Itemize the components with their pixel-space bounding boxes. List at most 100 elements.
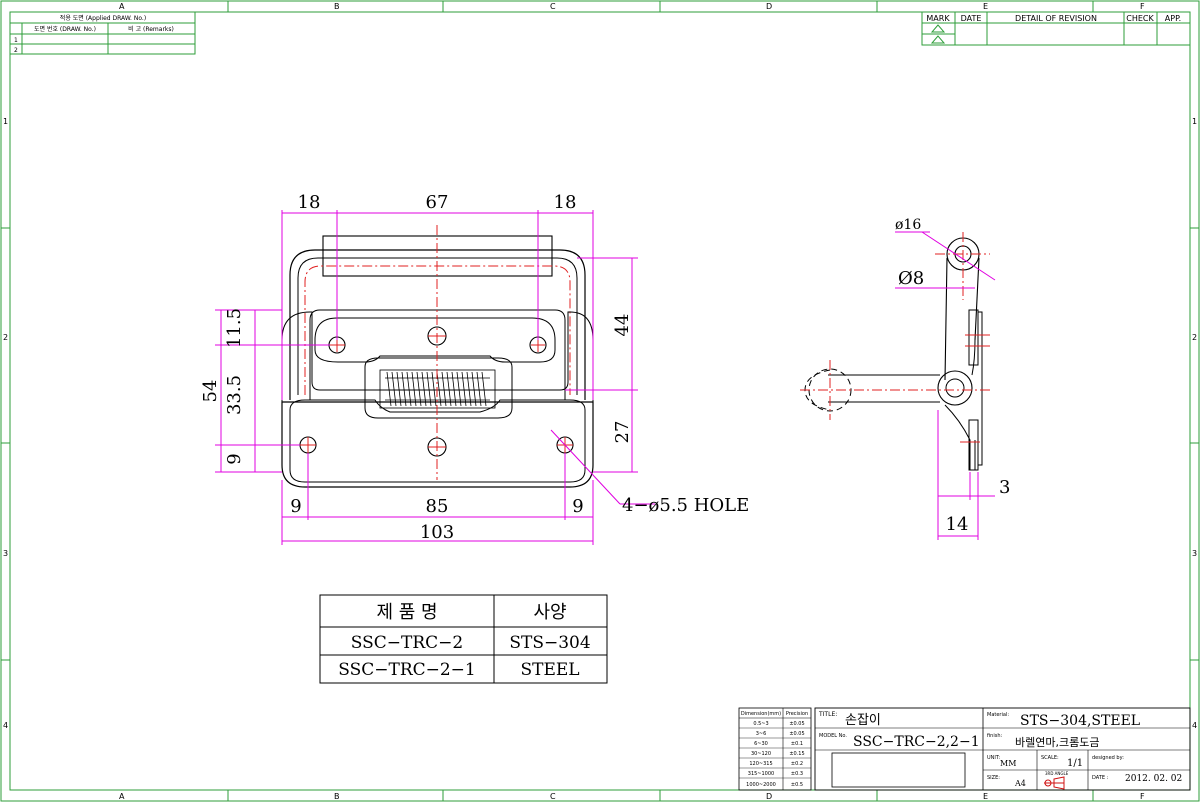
col-label-top: D [766,2,772,11]
dim-label: Ø8 [898,268,924,289]
dim-label: 11.5 [224,308,245,348]
applied-table-row-num: 1 [14,37,18,44]
date-value: 2012. 02. 02 [1125,774,1182,784]
dim-label: 9 [224,453,245,464]
spec-table-cell: STS−304 [509,633,590,653]
front-view [281,225,594,488]
dim-label: 54 [200,380,221,403]
material-label: Material: [987,712,1009,718]
dim-label: 67 [426,192,449,213]
col-label-top: B [334,2,340,11]
col-label-bottom: C [550,792,556,801]
size-value: A4 [1014,779,1026,788]
revision-triangle-icon [930,35,946,44]
third-angle-projection-icon [1044,776,1065,790]
revision-table: MARK DATE DETAIL OF REVISION CHECK APP. [921,11,1191,46]
title-label: TITLE: [818,711,837,718]
spec-table-cell: STEEL [520,660,579,680]
row-label: 1 [3,117,8,126]
col-label-bottom: F [1140,792,1145,801]
side-dimensions [895,231,996,540]
scale-value: 1/1 [1067,758,1083,769]
dim-label: 103 [420,522,454,543]
col-label-bottom: B [334,792,340,801]
col-label-bottom: D [766,792,772,801]
dim-label: 27 [612,421,633,444]
finish-label: finish: [987,733,1002,739]
tolerance-cell: ±0.05 [789,721,804,727]
revision-triangle-icon [930,24,946,33]
tolerance-header: Precision [786,711,808,717]
applied-table-row-num: 2 [14,47,18,54]
tolerance-cell: 120~315 [749,761,772,767]
row-label: 4 [1192,721,1197,730]
tolerance-cell: 3~6 [756,731,767,737]
tolerance-cell: 6~30 [754,741,768,747]
row-label: 2 [3,333,8,342]
tolerance-cell: ±0.15 [789,751,804,757]
revision-mark-header: MARK [926,14,950,23]
dim-label: ø16 [895,217,921,233]
model-number: SSC−TRC−2,2−1 [853,734,980,750]
tolerance-cell: 0.5~3 [753,721,768,727]
hole-note: 4−ø5.5 HOLE [622,495,749,516]
dim-label: 44 [612,314,633,337]
applied-table-header: 적용 도면 (Applied DRAW. No.) [60,14,146,22]
spec-table-cell: SSC−TRC−2−1 [338,660,476,680]
scale-label: SCALE: [1041,755,1059,761]
drawing-title: 손잡이 [845,713,881,728]
front-dimension-labels: 18 67 18 44 27 11.5 54 33.5 9 9 85 9 103… [200,192,749,543]
row-label: 2 [1192,333,1197,342]
tolerance-cell: ±0.5 [791,782,803,788]
model-label: MODEL No. [819,733,847,739]
tolerance-cell: 315~1000 [748,771,774,777]
tolerance-cell: 30~120 [751,751,771,757]
dim-label: 18 [298,192,321,213]
col-label-top: A [119,2,125,11]
spec-table: 제 품 명 사양 SSC−TRC−2 STS−304 SSC−TRC−2−1 S… [319,594,608,684]
unit-value: MM [1000,759,1016,768]
dim-label: 9 [290,496,301,517]
spec-table-header-name: 제 품 명 [376,602,437,623]
row-label: 3 [3,549,8,558]
col-label-top: F [1140,2,1145,11]
row-label: 1 [1192,117,1197,126]
projection-label: 3RD ANGLE [1045,771,1069,776]
dim-label: 9 [572,496,583,517]
material-value: STS−304,STEEL [1020,713,1140,729]
col-label-top: C [550,2,556,11]
designed-label: designed by: [1092,755,1124,761]
model-image-box [831,752,966,788]
side-view [800,232,990,471]
applied-drawing-table: 적용 도면 (Applied DRAW. No.) 도면 번호 (DRAW. N… [9,11,196,55]
tolerance-cell: 1000~2000 [746,782,776,788]
tolerance-cell: ±0.2 [791,761,803,767]
spec-table-header-spec: 사양 [533,602,566,623]
tolerance-cell: ±0.1 [791,741,803,747]
row-label: 4 [3,721,8,730]
unit-label: UNIT: [987,755,1000,761]
tolerance-cell: ±0.3 [791,771,803,777]
col-label-bottom: E [983,792,988,801]
revision-detail-header: DETAIL OF REVISION [1015,14,1097,23]
front-dimensions [215,210,655,545]
dim-label: 14 [946,514,969,535]
dim-label: 85 [426,496,449,517]
applied-table-col1: 도면 번호 (DRAW. No.) [34,25,96,33]
dim-label: 33.5 [224,375,245,415]
dim-label: 3 [999,477,1010,498]
applied-table-col2: 비 고 (Remarks) [128,25,174,33]
dim-label: 18 [554,192,577,213]
tolerance-header: Dimension(mm) [741,711,781,717]
revision-check-header: CHECK [1126,14,1154,23]
revision-app-header: APP. [1165,14,1181,23]
side-dimension-labels: ø16 Ø8 3 14 [895,217,1010,535]
col-label-bottom: A [119,792,125,801]
title-block: Dimension(mm) Precision 0.5~3 ±0.05 3~6 … [738,707,1191,791]
row-label: 3 [1192,549,1197,558]
size-label: SIZE: [987,775,1000,781]
spec-table-cell: SSC−TRC−2 [351,633,463,653]
revision-date-header: DATE [961,14,982,23]
